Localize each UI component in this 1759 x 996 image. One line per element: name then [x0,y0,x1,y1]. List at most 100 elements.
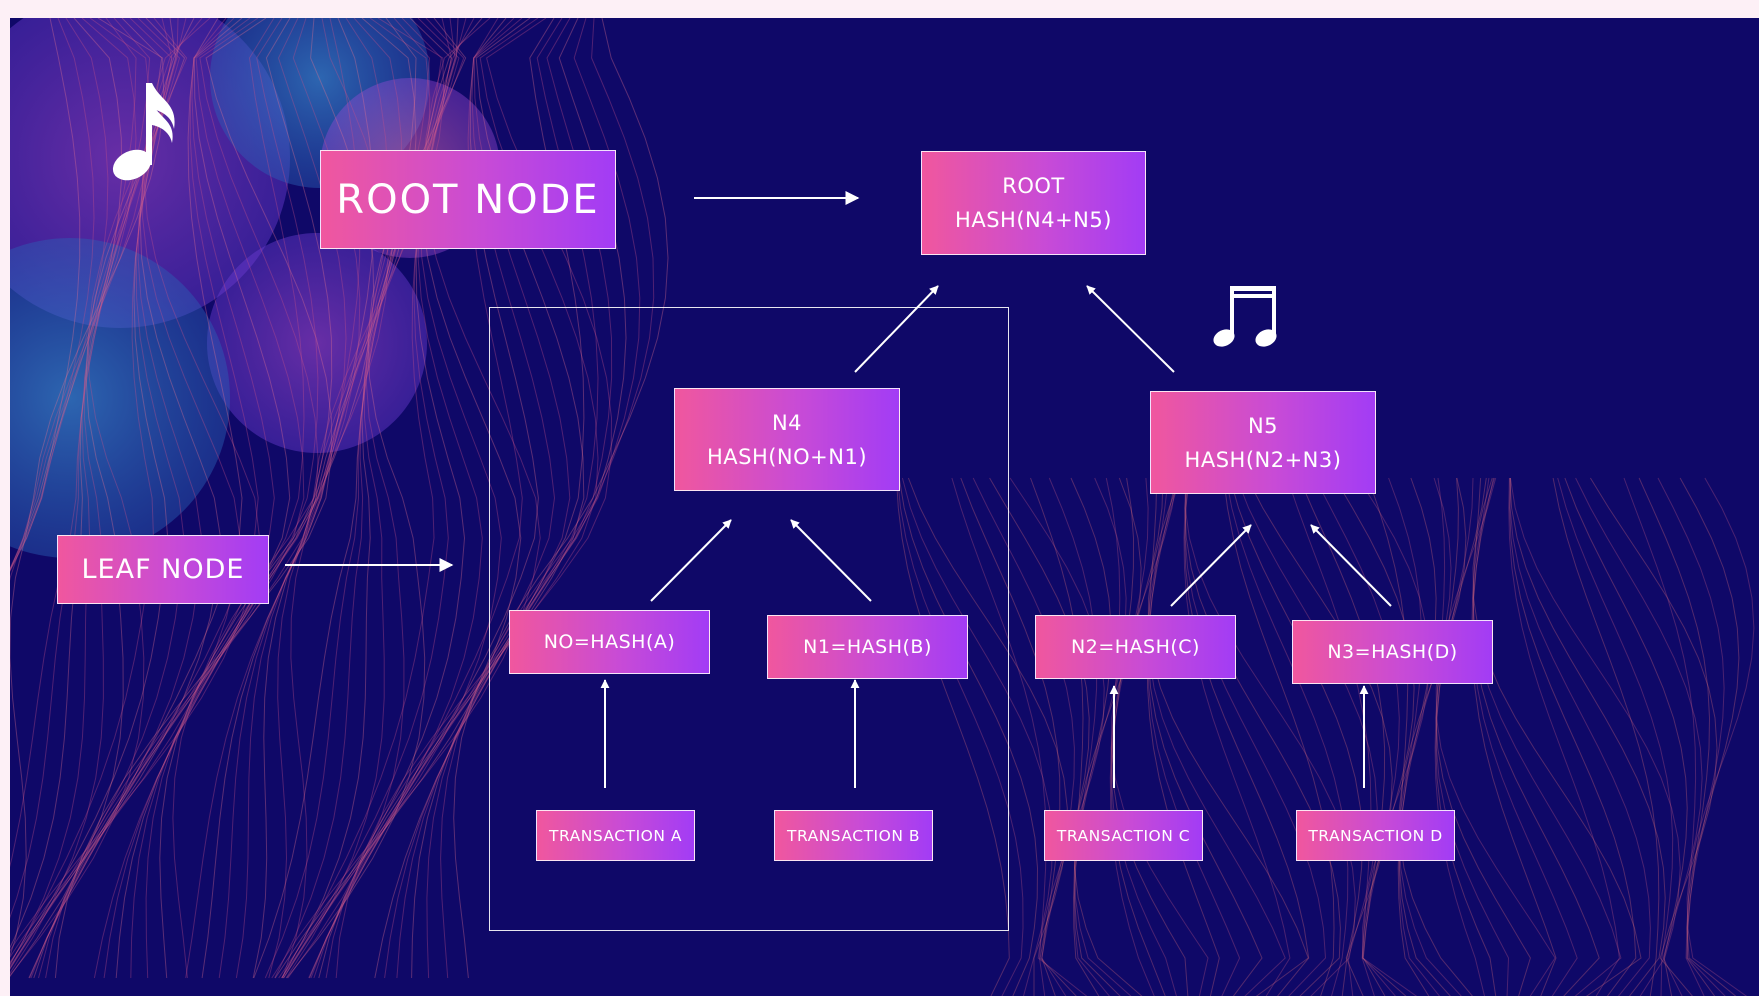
transaction-d-node: TRANSACTION D [1296,810,1455,861]
wave-line [1509,477,1666,996]
wave-line [453,18,669,979]
wave-line [1657,477,1726,996]
wave-line [1623,477,1705,996]
wave-line [10,18,203,968]
wave-line [115,18,333,979]
wave-line [1435,477,1556,996]
wave-line [1147,477,1241,996]
root-node-label-text: ROOT NODE [336,176,600,223]
root-node-label: ROOT NODE [320,150,616,249]
wave-line [440,18,655,979]
bubble [207,233,427,453]
wave-line [1472,477,1600,996]
transaction-a-node: TRANSACTION A [536,810,695,861]
wave-line [10,18,181,975]
wave-line [10,18,185,970]
wave-line [1110,477,1209,996]
wave-line [901,477,1053,996]
n1-node: N1=HASH(B) [767,615,968,679]
wave-line [130,18,347,979]
wave-line [1073,477,1143,996]
wave-line [10,18,165,958]
n4-node: N4 HASH(NO+N1) [674,388,900,491]
wave-line [1357,477,1430,996]
wave-line [10,18,173,966]
connector-arrows [285,191,1392,788]
wave-line [907,477,1068,996]
wave-line [30,18,275,979]
arrow-n1-to-n4 [790,519,872,602]
wave-line [1388,477,1441,996]
wave-line [10,18,109,571]
root-title: ROOT [1002,174,1065,198]
eighth-note-icon [112,83,175,181]
wave-line [1146,477,1220,996]
wave-line [10,18,95,572]
transaction-c-text: TRANSACTION C [1056,826,1191,845]
wave-line [1472,477,1622,996]
wave-line [1030,477,1100,996]
wave-line [1070,477,1121,996]
transaction-a-text: TRANSACTION A [549,826,682,845]
wave-line [1638,477,1716,996]
wave-line [897,477,1024,996]
wave-line [1435,477,1510,996]
wave-line [1575,477,1703,996]
wave-lines [10,18,1755,996]
wave-line [1508,477,1620,996]
wave-line [1564,477,1688,996]
root-hash-node: ROOT HASH(N4+N5) [921,151,1146,255]
arrow-n0-to-n4 [650,519,732,602]
wave-line [1184,477,1327,996]
wave-line [426,18,641,979]
arrow-n2-to-n5 [1170,524,1252,607]
wave-line [1509,477,1651,996]
wave-line [1223,477,1335,996]
n2-node: N2=HASH(C) [1035,615,1236,679]
wave-line [1183,477,1291,996]
wave-line [1048,477,1110,996]
wave-line [1246,477,1393,996]
wave-line [10,18,163,949]
leaf-node-label-text: LEAF NODE [81,554,245,585]
n4-formula: HASH(NO+N1) [706,444,868,469]
wave-line [1367,477,1430,996]
wave-line [10,18,177,970]
n5-node: N5 HASH(N2+N3) [1150,391,1376,494]
wave-line [1314,477,1400,996]
wave-line [898,477,1039,996]
wave-line [1147,477,1309,996]
wave-line [1398,477,1473,996]
n5-title: N5 [1247,413,1279,438]
wave-line [10,18,81,572]
wave-line [1509,477,1637,996]
n2-text: N2=HASH(C) [1071,636,1200,658]
transaction-c-node: TRANSACTION C [1044,810,1203,861]
wave-line [1225,477,1349,996]
arrow-n5-to-root [1086,285,1175,373]
wave-line [10,18,151,581]
n3-node: N3=HASH(D) [1292,620,1493,684]
n4-title: N4 [771,410,803,435]
wave-line [1557,477,1674,996]
wave-line [1398,477,1462,996]
wave-line [1471,477,1557,996]
wave-line [1298,477,1386,996]
wave-line [29,18,259,979]
wave-line [1184,477,1356,996]
n4-subtree-frame [489,307,1009,931]
root-formula: HASH(N4+N5) [955,208,1112,232]
wave-line [10,18,222,964]
wave-line [1434,477,1486,996]
wave-line [1229,477,1363,996]
wave-line [989,477,1090,996]
wave-line [1147,477,1286,996]
wave-line [45,18,319,979]
n1-text: N1=HASH(B) [803,636,932,658]
n3-text: N3=HASH(D) [1327,641,1458,663]
wave-line [1110,477,1189,996]
arrow-n4-to-root [854,285,939,373]
background-decoration [10,18,1755,996]
wave-line [10,18,241,958]
wave-line [1679,477,1740,996]
